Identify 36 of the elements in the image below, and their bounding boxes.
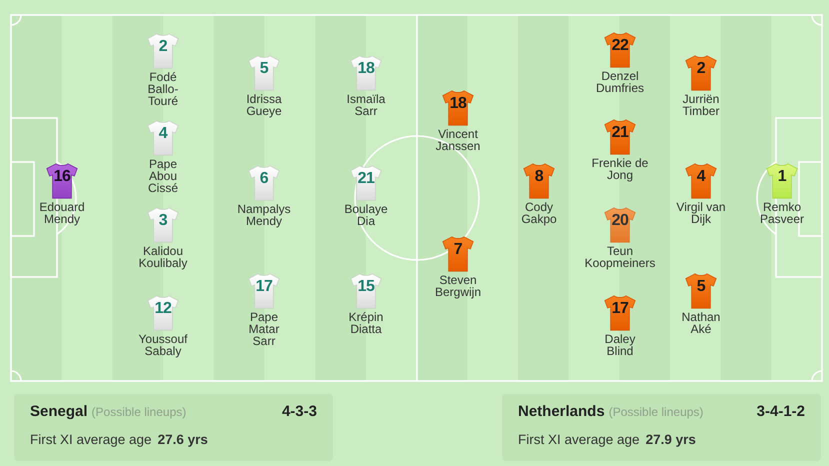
player-name: Idrissa Gueye	[245, 93, 283, 117]
player-name: Jurriën Timber	[682, 93, 720, 117]
stat-label: First XI average age	[518, 432, 640, 447]
player-name: Pape Matar Sarr	[248, 311, 280, 347]
stat-value: 27.6 yrs	[158, 432, 208, 447]
player-name: Frenkie de Jong	[590, 157, 650, 181]
team-name: Netherlands	[518, 403, 605, 420]
player-shirt: 4	[685, 163, 717, 199]
player-name: Vincent Janssen	[434, 128, 482, 152]
player-name: Denzel Dumfries	[594, 70, 645, 94]
player-name: Nampalys Mendy	[236, 203, 292, 227]
stat-value: 27.9 yrs	[646, 432, 696, 447]
player-name: Youssouf Sabaly	[138, 333, 188, 357]
player-name: Virgil van Dijk	[675, 201, 727, 225]
player-name: Teun Koopmeiners	[584, 245, 656, 269]
player-name: Kalidou Koulibaly	[138, 245, 188, 269]
player-name: Krépin Diatta	[348, 311, 384, 335]
player-shirt: 5	[685, 273, 717, 309]
player-name: Boulaye Dia	[343, 203, 389, 227]
team-name: Senegal	[30, 403, 88, 420]
player-name: Daley Blind	[604, 333, 636, 357]
player-shirt: 2	[685, 55, 717, 91]
player-name: Edouard Mendy	[38, 201, 86, 225]
formation: 3-4-1-2	[756, 403, 805, 420]
player-name: Steven Bergwijn	[434, 274, 482, 298]
player-shirt: 8	[523, 163, 555, 199]
lineup-note: (Possible lineups)	[608, 405, 704, 419]
lineup-note: (Possible lineups)	[92, 405, 186, 419]
player-name: Nathan Aké	[680, 311, 722, 335]
formation: 4-3-3	[282, 403, 317, 420]
player-name: Pape Abou Cissé	[146, 158, 179, 194]
stat-label: First XI average age	[30, 432, 152, 447]
player-name: Fodé Ballo-Touré	[146, 71, 180, 107]
player-name: Ismaïla Sarr	[346, 93, 386, 117]
player-name: Cody Gakpo	[520, 201, 558, 225]
player-name: Remko Pasveer	[758, 201, 806, 225]
